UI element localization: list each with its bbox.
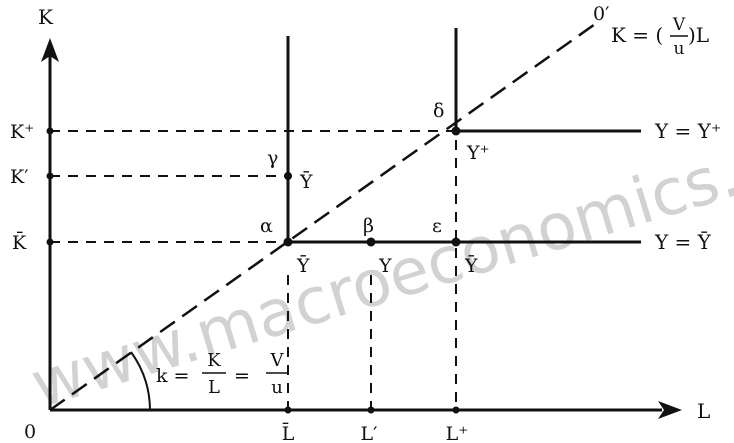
ratio-prefix: k = (156, 365, 189, 387)
point-epsilon (451, 237, 461, 247)
alpha-output-label: Ȳ (296, 254, 310, 277)
ray-equation-prefix: K = ( (611, 23, 663, 47)
epsilon-label: ε (432, 215, 442, 237)
l-prime-tick (367, 406, 375, 414)
beta-label: β (363, 215, 374, 237)
k-axis-arrowhead (41, 38, 59, 62)
ratio-frac2-denominator: u (271, 377, 283, 398)
beta-output-label: Y (378, 255, 392, 277)
isoquant-upper-label: Y = Y⁺ (654, 119, 721, 143)
ray-equation-denominator: u (674, 39, 685, 59)
ray-angle-arc (130, 351, 151, 411)
l-bar-tick (284, 406, 292, 414)
k-axis-label: K (38, 5, 54, 29)
ratio-frac1-denominator: L (208, 377, 220, 398)
point-alpha (283, 237, 293, 247)
ratio-frac1-numerator: K (207, 350, 221, 371)
epsilon-output-label: Ȳ (464, 254, 478, 277)
ray-equation-suffix: )L (688, 23, 709, 47)
l-axis-label: L (697, 399, 710, 423)
k-prime-label: K′ (10, 166, 29, 188)
point-beta (366, 237, 376, 247)
k-bar-label: K̄ (12, 231, 27, 254)
delta-label: δ (433, 100, 444, 122)
ratio-equals: = (234, 365, 250, 387)
k-bar-tick (46, 238, 54, 246)
l-bar-label: L̄ (282, 422, 295, 443)
l-plus-label: L⁺ (446, 423, 469, 443)
isoquant-lower-label: Y = Ȳ (654, 230, 712, 254)
ray-end-label: 0′ (593, 3, 609, 25)
l-prime-label: L′ (361, 423, 378, 443)
origin-label: 0 (24, 421, 36, 443)
k-prime-tick (46, 172, 54, 180)
point-gamma (284, 172, 292, 180)
ratio-equation: k = K L = V u (156, 350, 288, 398)
gamma-output-label: Ȳ (299, 170, 313, 193)
delta-output-label: Y⁺ (466, 142, 490, 164)
alpha-label: α (260, 215, 273, 237)
ray-equation-numerator: V (672, 15, 686, 35)
k-plus-tick (46, 127, 54, 135)
l-plus-tick (452, 406, 460, 414)
gamma-label: γ (267, 147, 278, 169)
point-delta (451, 126, 461, 136)
ratio-frac2-numerator: V (270, 350, 285, 371)
k-plus-label: K⁺ (10, 121, 34, 143)
expansion-ray (49, 20, 599, 412)
ray-equation: K = ( V u )L (611, 15, 709, 59)
l-axis-arrowhead (658, 401, 682, 419)
